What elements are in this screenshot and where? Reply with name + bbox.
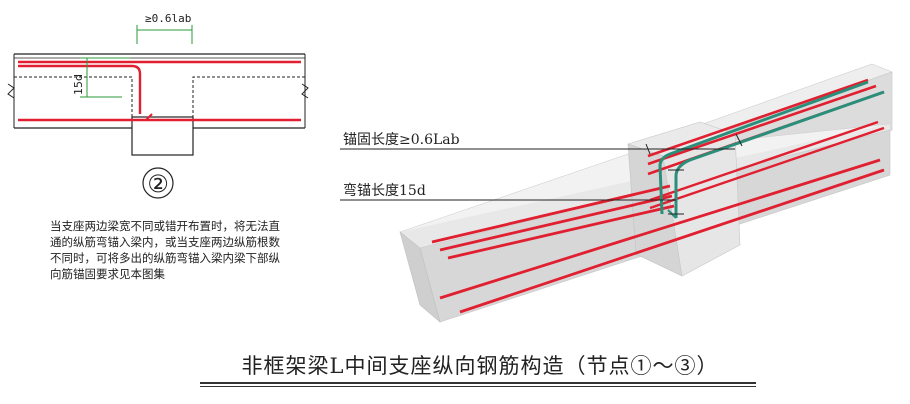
note-line: 通的纵筋弯锚入梁内，或当支座两边纵筋根数: [50, 235, 280, 249]
note-line: 不同时，可将多出的纵筋弯锚入梁内梁下部纵: [50, 251, 280, 265]
figure-caption: 非框架梁L中间支座纵向钢筋构造（节点①～③）: [241, 354, 719, 378]
far-bar-bottom-1: [649, 120, 879, 202]
dim-left-label: 15d: [72, 74, 85, 95]
side-beam-dashed-left: [14, 76, 133, 117]
callout-bend-length: 弯锚长度15d: [343, 182, 426, 199]
node-number-circle: [142, 167, 174, 199]
break-mark-right: [301, 83, 309, 99]
near-bar-bottom-1: [439, 158, 881, 300]
caption-underline-thin: [200, 386, 756, 387]
top-rebar-bent-anchor: [18, 64, 142, 114]
note-line: 向筋锚固要求见本图集: [50, 267, 165, 281]
detail-drawing: ≥0.6lab 15d ②: [7, 12, 309, 199]
side-beam-dashed-right: [192, 76, 305, 117]
note-text: 当支座两边梁宽不同或错开布置时，将无法直 通的纵筋弯锚入梁内，或当支座两边纵筋根…: [50, 218, 290, 282]
anchor-bar-2: [674, 90, 885, 218]
near-bar-1: [431, 184, 671, 244]
far-bar-bottom-2: [649, 126, 885, 210]
far-bar-1: [647, 78, 869, 158]
callout-anchor-length: 锚固长度≥0.6Lab: [343, 132, 460, 148]
near-bar-2: [439, 194, 673, 252]
bottom-rebar-hook: [145, 113, 153, 121]
node-number: ②: [147, 170, 169, 198]
break-mark-left: [7, 83, 15, 99]
anchor-bar-1: [658, 80, 869, 215]
dim-top-label: ≥0.6lab: [145, 12, 191, 25]
near-bar-bottom-2: [459, 168, 885, 314]
near-bar-3: [447, 204, 675, 260]
callout-tick-anchor-2: [735, 133, 743, 147]
note-line: 当支座两边梁宽不同或错开布置时，将无法直: [50, 219, 280, 233]
isometric-model: 锚固长度≥0.6Lab 弯锚长度15d: [340, 63, 893, 323]
caption-underline: [200, 382, 756, 384]
callout-tick-anchor-1: [645, 143, 651, 155]
far-bar-2: [647, 84, 877, 166]
near-beam-end: [399, 231, 441, 323]
support-column: [131, 116, 194, 156]
